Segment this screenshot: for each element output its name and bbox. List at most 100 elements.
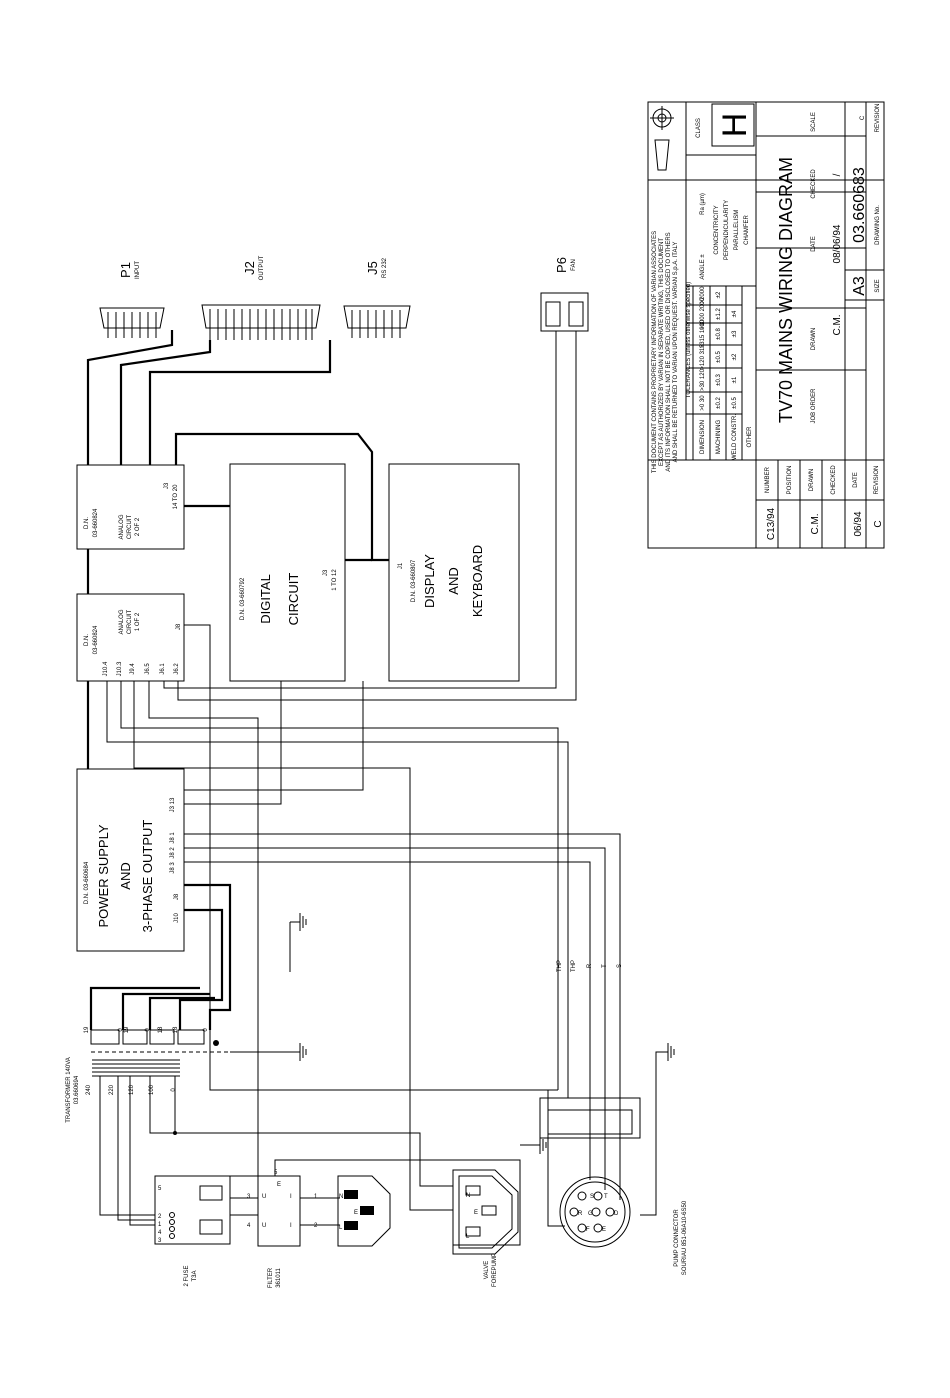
size-label: SIZE [875, 279, 881, 292]
analog2-line2: CIRCUIT [127, 515, 133, 540]
analog2-line3: 2 OF 2 [135, 517, 141, 536]
analog1-conn: J8 [176, 623, 182, 630]
power-conn-j8-3: J8 3 [170, 862, 176, 874]
display-and-keyboard: J1 D.N. 03-660807 DISPLAY AND KEYBOARD [388, 463, 520, 682]
analog1-pin-j6-1: J6.1 [160, 663, 166, 675]
fuse-holder: 5 2 1 4 3 2 FUSE T3A [154, 1175, 231, 1287]
dim-range-4: >315 1000 [700, 319, 706, 348]
rev-revision-label: REVISION [874, 466, 880, 495]
power-conn-j3: J3 13 [170, 797, 176, 812]
projection-symbol-icon [650, 106, 674, 171]
analog1-line3: 1 OF 2 [135, 612, 141, 631]
rev-number-label: NUMBER [765, 466, 771, 493]
heavy-wires [86, 330, 389, 1030]
power-line2: AND [118, 862, 133, 889]
dim-range-3: >120 315 [700, 344, 706, 370]
tap-sec-18b: 18 [173, 1026, 179, 1033]
weld-val-3: ±2 [732, 353, 738, 360]
digital-conn: J3 [323, 569, 329, 576]
mains-inlet: 1 2 N E L [314, 1175, 391, 1247]
fuse-pin-3: 3 [158, 1238, 162, 1244]
perpendicularity-label: PERPENDICULARITY [724, 200, 730, 260]
fuse-pin-1: 1 [158, 1222, 162, 1228]
tap-220: 220 [109, 1084, 115, 1095]
pump-model: SOURIAU 851-06A10-6S50 [682, 1200, 688, 1275]
digital-line2: CIRCUIT [286, 573, 301, 626]
power-line1: POWER SUPPLY [96, 824, 111, 927]
valve-letter-e: E [474, 1210, 478, 1216]
checked-value: / [832, 173, 843, 176]
tap-100: 100 [149, 1084, 155, 1095]
signal-thp-1: THP [557, 960, 563, 972]
ground-symbols [173, 913, 675, 1154]
title-block: THIS DOCUMENT CONTAINS PROPRIETARY INFOR… [647, 101, 885, 549]
pump-pin-f: F [586, 1227, 590, 1233]
power-conn-j8-1: J8 1 [170, 832, 176, 844]
filter-label: FILTER [268, 1267, 274, 1288]
rev-revision-value: C [873, 520, 884, 527]
notice-line-4: AND SHALL BE RETURNED TO VARIAN UPON REQ… [673, 242, 679, 463]
power-supply-board: D.N. 03-660684 POWER SUPPLY AND 3-PHASE … [76, 768, 185, 952]
rev-position-label: POSITION [787, 466, 793, 495]
signal-r: R [587, 963, 593, 968]
display-line1: DISPLAY [422, 554, 437, 608]
class-value: H [716, 113, 754, 138]
notice-line-3: AND ITS INFORMATION SHALL NOT BE COPIED,… [666, 232, 672, 471]
mach-val-1: ±0.2 [716, 397, 722, 409]
tap-sec-0b: 0 [145, 1028, 151, 1032]
connector-j5: J5 RS 232 [343, 257, 411, 338]
signal-s: S [617, 964, 623, 968]
p6-ref: P6 [554, 257, 569, 273]
ra-label: Ra (µm) [700, 193, 706, 215]
mach-val-6: ±2 [716, 291, 722, 298]
signal-t: T [602, 964, 608, 968]
signal-labels: THP THP R T S [557, 960, 623, 972]
fuse-pin-2: 2 [158, 1214, 162, 1220]
analog1-line1: ANALOG [119, 609, 125, 634]
revision-value: C [860, 115, 866, 120]
chamfer-label: CHAMFER [744, 215, 750, 245]
drawing-number: 03.660683 [851, 167, 868, 243]
filter-pin-u2: U [262, 1223, 266, 1229]
rev-date-label: DATE [853, 472, 859, 488]
pump-pin-t: T [604, 1194, 608, 1200]
date-label: DATE [811, 236, 817, 252]
filter-pin-i1: I [290, 1194, 292, 1200]
notice-line-1: THIS DOCUMENT CONTAINS PROPRIETARY INFOR… [652, 231, 658, 473]
drawing-title: TV70 MAINS WIRING DIAGRAM [776, 157, 796, 423]
analog1-line2: CIRCUIT [127, 610, 133, 635]
p6-label: FAN [571, 259, 577, 271]
valve-letter-n: N [466, 1193, 470, 1199]
forepump-label: FOREPUMP [492, 1253, 498, 1287]
analog2-number: 03-660824 [93, 508, 99, 537]
mach-val-3: ±0.5 [716, 351, 722, 363]
angle-label: ANGLE ± [700, 254, 706, 280]
weld-val-1: ±0.5 [732, 397, 738, 409]
filter-pin-i2: I [290, 1223, 292, 1229]
size-value: A3 [851, 276, 868, 296]
power-line3: 3-PHASE OUTPUT [140, 820, 155, 933]
tap-sec-19b: 19 [124, 1026, 130, 1033]
signal-wires [99, 331, 668, 1246]
digital-line1: DIGITAL [258, 574, 273, 624]
pump-label: PUMP CONNECTOR [674, 1209, 680, 1267]
revision-label: REVISION [875, 104, 881, 133]
inlet-pin-2: 2 [314, 1223, 318, 1229]
p1-ref: P1 [118, 262, 133, 278]
power-conn-j8-2: J8 2 [170, 847, 176, 859]
mach-val-4: ±0.8 [716, 328, 722, 340]
p1-label: INPUT [135, 261, 141, 279]
power-conn-j8: J8 [174, 893, 180, 900]
scale-label: SCALE [811, 112, 817, 132]
parallelism-label: PARALLELISM [734, 210, 740, 251]
transformer-number: 03.660694 [74, 1075, 80, 1104]
rev-date-value: 06/94 [853, 511, 864, 536]
display-line3: KEYBOARD [470, 545, 485, 617]
j2-ref: J2 [242, 261, 257, 275]
concentricity-label: CONCENTRICITY [714, 205, 720, 254]
rev-checked-label: CHECKED [831, 465, 837, 495]
analog-circuit-2: D.N. 03-660824 ANALOG CIRCUIT 2 OF 2 J3 … [76, 464, 185, 550]
date-value: 08/06/94 [832, 224, 843, 263]
weld-val-2: ±1 [732, 376, 738, 383]
signal-thp-2: THP [571, 960, 577, 972]
